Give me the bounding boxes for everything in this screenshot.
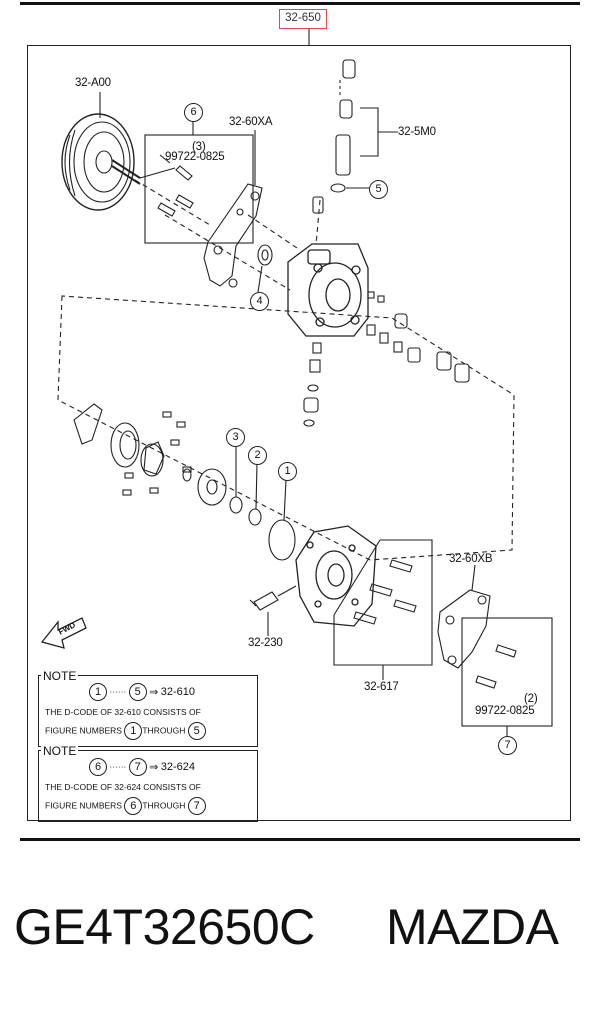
brand-name: MAZDA	[386, 899, 559, 955]
top-rule	[20, 2, 580, 5]
bolt-box-b	[333, 539, 433, 666]
bolt-b-part-number: 99722-0825	[475, 705, 535, 717]
fwd-arrow-icon	[40, 617, 87, 649]
callout-1[interactable]: 1	[278, 462, 297, 481]
note-line-2: THE D-CODE OF 32-610 CONSISTS OF	[45, 707, 201, 717]
note-code: 32-624	[160, 761, 195, 773]
vane-icons	[122, 411, 192, 496]
note-box-2: NOTE 6 ······ 7 ⇒ 32-624 THE D-CODE OF 3…	[38, 744, 258, 822]
bottom-rule	[20, 838, 580, 841]
relief-valve-icon	[303, 342, 322, 427]
housing-bolt-icons	[353, 559, 417, 625]
sensor-label: 32-230	[248, 637, 283, 649]
note-mapping: 6 ······ 7 ⇒ 32-624	[89, 758, 195, 776]
diagram-frame	[27, 45, 571, 821]
bracket-a-label: 32-60XA	[229, 116, 273, 128]
part-number: GE4T32650C	[14, 899, 315, 955]
note-from-callout: 1	[89, 683, 107, 701]
bracket-a-icon	[203, 183, 263, 288]
pump-body-icon	[287, 243, 369, 337]
bolt-b-qty: (2)	[524, 693, 538, 705]
seal-2-icon	[248, 508, 262, 526]
bracket-b-icon	[437, 589, 491, 669]
pressure-sensor-icon	[249, 585, 297, 611]
bracket-b-label: 32-60XB	[449, 553, 493, 565]
note-line-2: THE D-CODE OF 32-624 CONSISTS OF	[45, 782, 201, 792]
pulley-label: 32-A00	[75, 77, 111, 89]
ref-code-highlight[interactable]: 32-650	[279, 9, 327, 29]
note-title: NOTE	[41, 744, 79, 758]
pulley-icon	[61, 92, 141, 211]
pressure-plate-icon	[182, 468, 227, 506]
fitting-label: 32-5M0	[398, 126, 436, 138]
note-from-callout: 6	[89, 758, 107, 776]
seal-3-icon	[229, 496, 243, 514]
seal-icon	[257, 244, 273, 266]
bracket-bolt-icons	[475, 644, 517, 689]
bolt-icon	[157, 165, 194, 217]
note-arrow: ⇒	[149, 761, 159, 774]
callout-6[interactable]: 6	[184, 103, 203, 122]
fitting-icon	[335, 59, 356, 176]
callout-7[interactable]: 7	[498, 736, 517, 755]
callout-5[interactable]: 5	[369, 180, 388, 199]
bolt-box-a	[144, 134, 254, 244]
note-mapping: 1 ······ 5 ⇒ 32-610	[89, 683, 195, 701]
note-to-callout: 5	[128, 683, 147, 701]
note-box-1: NOTE 1 ······ 5 ⇒ 32-610 THE D-CODE OF 3…	[38, 669, 258, 747]
bolt-a-part-number: 99722-0825	[165, 151, 225, 163]
note-code: 32-610	[160, 686, 195, 698]
bolt-a-qty: (3)	[192, 141, 206, 153]
note-to-callout: 7	[128, 758, 147, 776]
note-arrow: ⇒	[149, 686, 159, 699]
rotor-icon	[73, 403, 165, 477]
callout-3[interactable]: 3	[226, 428, 245, 447]
callout-2[interactable]: 2	[248, 446, 267, 465]
note-title: NOTE	[41, 669, 79, 683]
o-ring-icon	[330, 183, 346, 193]
callout-4[interactable]: 4	[250, 292, 269, 311]
bolt-kit-label: 32-617	[364, 681, 399, 693]
seal-1-icon	[268, 519, 296, 561]
rear-housing-icon	[295, 525, 377, 627]
ref-code: 32-650	[285, 12, 321, 24]
valve-parts-icon	[366, 291, 470, 383]
